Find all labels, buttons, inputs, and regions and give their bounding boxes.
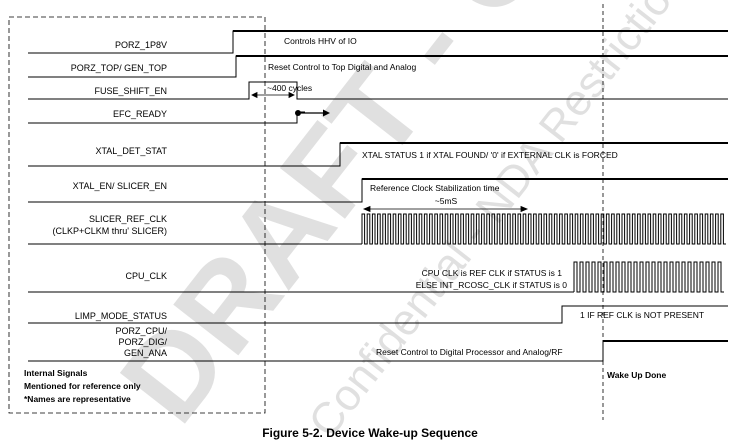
- wave-limp-mode: [28, 305, 728, 324]
- cycles-arrow-right: [288, 91, 295, 99]
- efc-ready-arrowhead: [323, 109, 330, 117]
- wave-cpu-clk-pulses: [573, 261, 724, 293]
- annotation-reset-top: Reset Control to Top Digital and Analog: [268, 62, 416, 72]
- signal-label-fuse-shift-en: FUSE_SHIFT_EN: [94, 86, 167, 96]
- annotation-cpu-clk-1: CPU CLK is REF CLK if STATUS is 1: [422, 268, 563, 278]
- signal-label-gen-ana: GEN_ANA: [124, 348, 167, 358]
- figure-caption: Figure 5-2. Device Wake-up Sequence: [262, 426, 478, 440]
- wave-efc-ready: [28, 111, 305, 124]
- signal-label-porz-top: PORZ_TOP/ GEN_TOP: [71, 63, 167, 73]
- signal-sublabel-slicer-ref-clk: (CLKP+CLKM thru' SLICER): [52, 226, 167, 236]
- signal-label-porz-dig: PORZ_DIG/: [118, 337, 167, 347]
- annotation-ref-clk-stab: Reference Clock Stabilization time: [370, 183, 500, 193]
- efc-ready-dot: [295, 110, 301, 116]
- annotation-limp-mode: 1 IF REF CLK is NOT PRESENT: [580, 310, 704, 320]
- annotation-reset-cpu: Reset Control to Digital Processor and A…: [376, 347, 563, 357]
- signal-label-porz-1p8v: PORZ_1P8V: [115, 40, 167, 50]
- signal-labels: PORZ_1P8V PORZ_TOP/ GEN_TOP FUSE_SHIFT_E…: [52, 40, 167, 358]
- signal-label-xtal-en: XTAL_EN/ SLICER_EN: [73, 181, 167, 191]
- five-ms-dimension: [362, 205, 529, 213]
- signal-label-slicer-ref-clk: SLICER_REF_CLK: [89, 214, 167, 224]
- wave-slicer-ref-clk-pulses: [361, 213, 726, 245]
- internal-signals-box: [8, 16, 266, 414]
- waveforms: [28, 30, 728, 362]
- annotation-wake-up-done: Wake Up Done: [607, 370, 666, 380]
- signal-label-efc-ready: EFC_READY: [113, 109, 167, 119]
- signal-label-xtal-det-stat: XTAL_DET_STAT: [95, 146, 167, 156]
- note-line-2: Mentioned for reference only: [24, 381, 141, 391]
- signal-label-porz-cpu: PORZ_CPU/: [115, 326, 167, 336]
- annotation-cpu-clk-2: ELSE INT_RCOSC_CLK if STATUS is 0: [416, 280, 568, 290]
- annotation-cycles: ~400 cycles: [267, 83, 312, 93]
- annotations: Controls HHV of IO Reset Control to Top …: [267, 36, 704, 380]
- annotation-controls-hhv: Controls HHV of IO: [284, 36, 357, 46]
- signal-label-limp-mode: LIMP_MODE_STATUS: [75, 311, 167, 321]
- cycles-dimension: [251, 91, 295, 99]
- note-line-1: Internal Signals: [24, 368, 88, 378]
- five-ms-arrow-right: [520, 205, 529, 213]
- five-ms-arrow-left: [362, 205, 371, 213]
- annotation-xtal-status: XTAL STATUS 1 if XTAL FOUND/ '0' if EXTE…: [362, 150, 618, 160]
- signal-label-cpu-clk: CPU_CLK: [125, 271, 167, 281]
- wave-fuse-shift-en: [28, 81, 728, 100]
- cycles-arrow-left: [251, 91, 258, 99]
- annotation-five-ms: ~5mS: [435, 196, 458, 206]
- internal-signals-note: Internal Signals Mentioned for reference…: [24, 368, 141, 404]
- note-line-3: *Names are representative: [24, 394, 131, 404]
